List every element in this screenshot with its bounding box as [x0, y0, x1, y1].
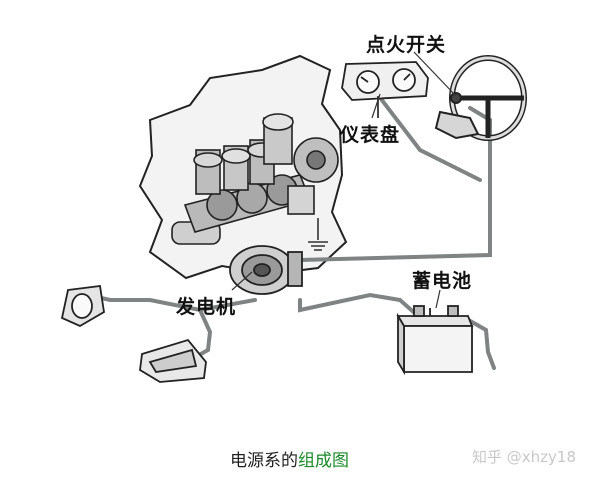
- caption-text: 电源系的: [230, 451, 298, 471]
- figure-caption: 电源系的组成图: [230, 446, 349, 471]
- battery-label: 蓄电池: [412, 266, 472, 293]
- rear-lamp: [140, 340, 206, 382]
- front-headlamp: [62, 286, 104, 326]
- instrument-panel-unit: [342, 62, 428, 118]
- generator-label: 发电机: [176, 292, 236, 319]
- steering-wheel: [436, 58, 524, 138]
- battery-unit: [398, 306, 472, 372]
- generator-unit: [230, 246, 302, 294]
- instrument-panel-label: 仪表盘: [340, 120, 400, 147]
- watermark: 知乎 @xhzy18: [472, 446, 576, 467]
- caption-link[interactable]: 组成图: [298, 451, 349, 471]
- ignition-switch-label: 点火开关: [366, 30, 446, 57]
